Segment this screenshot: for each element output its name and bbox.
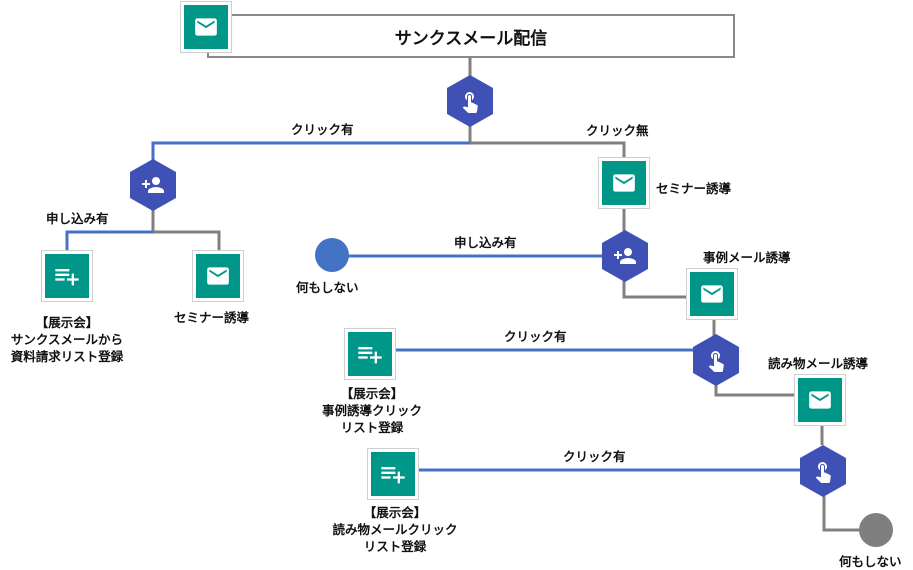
expo-list-3-line-2: 読み物メールクリック	[332, 522, 458, 537]
do-nothing-dot-2[interactable]	[859, 513, 893, 547]
expo-list-2-line-1: 【展示会】	[340, 386, 404, 401]
title-box: サンクスメール配信	[207, 14, 735, 58]
playlist-add-icon	[381, 467, 405, 484]
mail-icon	[701, 285, 723, 303]
expo-list-label-1: 【展示会】 サンクスメールから 資料請求リスト登録	[0, 314, 134, 365]
case-mail-node[interactable]	[687, 269, 737, 319]
expo-list-node-1[interactable]	[42, 251, 92, 301]
playlist-add-icon	[358, 347, 382, 364]
edge-label-click-no: クリック無	[586, 123, 649, 138]
expo-list-label-2: 【展示会】 事例誘導クリック リスト登録	[302, 385, 442, 436]
expo-list-2-line-3: リスト登録	[340, 420, 404, 435]
reading-mail-node[interactable]	[795, 375, 845, 425]
click-check-node-case[interactable]	[692, 333, 740, 387]
reading-mail-label: 読み物メール誘導	[768, 356, 869, 371]
expo-list-2-line-2: 事例誘導クリック	[321, 403, 422, 418]
do-nothing-label-2: 何もしない	[839, 554, 902, 569]
mail-icon	[613, 174, 635, 192]
click-check-node[interactable]	[446, 74, 494, 128]
click-check-node-reading[interactable]	[799, 444, 847, 498]
seminar-label-right: セミナー誘導	[656, 181, 732, 196]
edge-label-click-yes-reading: クリック有	[563, 449, 626, 464]
expo-list-node-2[interactable]	[345, 329, 395, 379]
touch-icon	[462, 92, 478, 113]
playlist-add-icon	[55, 269, 79, 286]
expo-list-label-3: 【展示会】 読み物メールクリック リスト登録	[316, 504, 474, 555]
mail-icon	[809, 391, 831, 409]
application-check-node-left[interactable]	[129, 158, 177, 212]
touch-icon	[815, 462, 831, 483]
do-nothing-dot-1[interactable]	[315, 238, 349, 272]
seminar-label-left: セミナー誘導	[174, 310, 250, 325]
person-add-icon	[142, 177, 164, 193]
edge-label-applied-left: 申し込み有	[46, 211, 109, 226]
edge-label-click-yes: クリック有	[291, 122, 354, 137]
do-nothing-label-1: 何もしない	[296, 280, 359, 295]
expo-list-1-line-3: 資料請求リスト登録	[10, 349, 124, 364]
seminar-mail-node-right[interactable]	[599, 158, 649, 208]
expo-list-3-line-3: リスト登録	[363, 539, 427, 554]
expo-list-1-line-1: 【展示会】	[35, 315, 99, 330]
mail-icon	[195, 18, 217, 36]
expo-list-3-line-1: 【展示会】	[363, 505, 427, 520]
seminar-mail-node-left[interactable]	[193, 251, 243, 301]
edge-label-click-yes-case: クリック有	[504, 329, 567, 344]
diagram-title: サンクスメール配信	[394, 28, 548, 49]
expo-list-node-3[interactable]	[368, 449, 418, 499]
case-mail-label: 事例メール誘導	[703, 250, 791, 265]
thanks-mail-node[interactable]	[181, 2, 231, 52]
touch-icon	[708, 351, 724, 372]
application-check-node-right[interactable]	[601, 229, 649, 283]
mail-icon	[207, 267, 229, 285]
expo-list-1-line-2: サンクスメールから	[10, 332, 124, 347]
edge-label-applied-right: 申し込み有	[454, 235, 517, 250]
person-add-icon	[614, 248, 636, 264]
